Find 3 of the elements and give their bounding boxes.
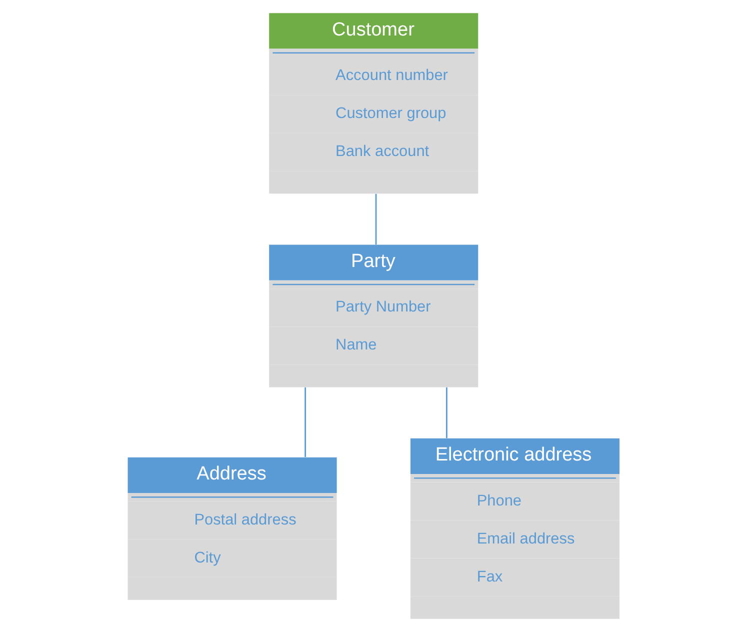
connector [374, 194, 376, 245]
connector [304, 387, 306, 458]
connector [445, 387, 447, 438]
